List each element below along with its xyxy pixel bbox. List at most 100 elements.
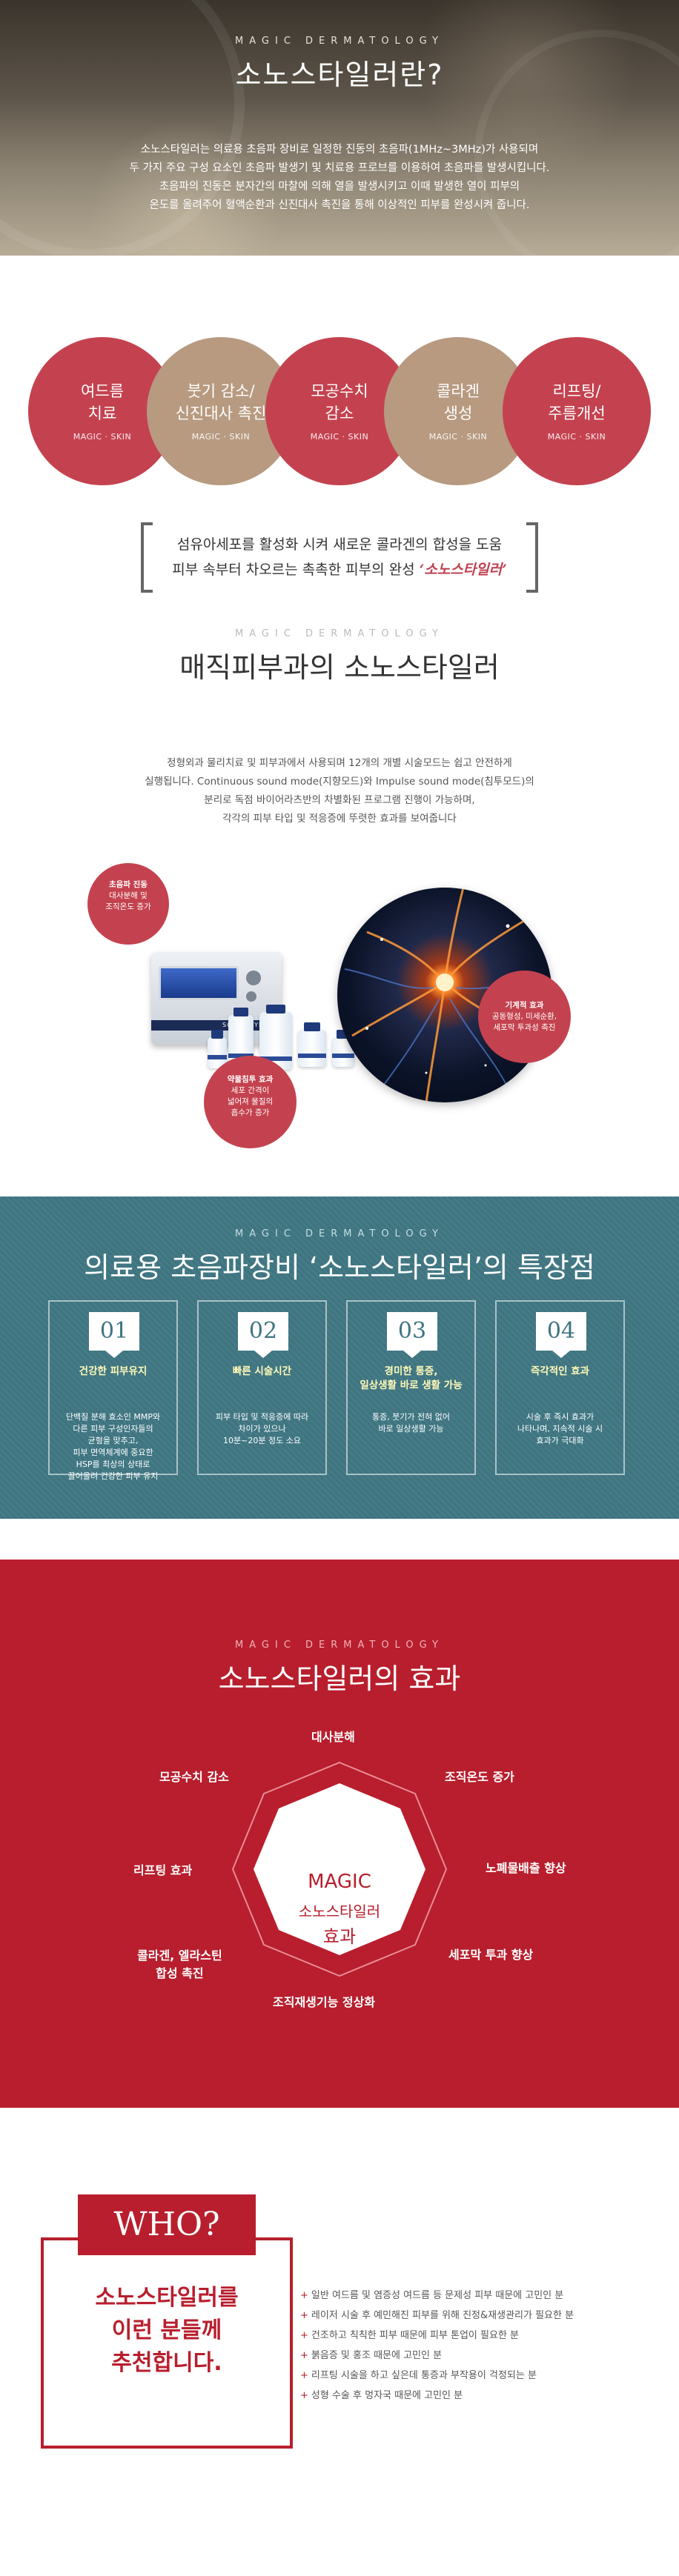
list-item: +일반 여드름 및 염증성 여드름 등 문제성 피부 때문에 고민인 분: [300, 2290, 564, 2301]
benefit-sub: MAGIC · SKIN: [191, 432, 251, 442]
feature-number: 04: [536, 1312, 586, 1358]
benefit-sub: MAGIC · SKIN: [547, 432, 606, 442]
about-line: 정형외과 물리치료 및 피부과에서 사용되며 12개의 개별 시술모드는 쉽고 …: [167, 757, 512, 769]
feature-number: 03: [387, 1312, 437, 1358]
benefit-label: 모공수치 감소: [311, 382, 368, 422]
quote-highlight: ‘소노스타일러’: [419, 562, 507, 578]
benefit-label: 콜라겐 생성: [437, 382, 480, 422]
effect-item: 노폐물배출 향상: [486, 1861, 566, 1875]
device-knob: [246, 991, 256, 1002]
badge-line: 세포막 투과성 촉진: [493, 1023, 556, 1032]
section-kicker: MAGIC DERMATOLOGY: [235, 1228, 444, 1239]
badge-line: 공동형성, 미세순환,: [491, 1012, 557, 1021]
list-item: +붉음증 및 홍조 때문에 고민인 분: [300, 2350, 443, 2361]
feature-title: 즉각적인 효과: [530, 1365, 590, 1377]
plus-icon: +: [300, 2330, 308, 2341]
intro-line: 온도를 올려주어 혈액순환과 신진대사 촉진을 통해 이상적인 피부를 완성시켜…: [149, 199, 530, 211]
intro-section: MAGIC DERMATOLOGY 소노스타일러란? 소노스타일러는 의료용 초…: [0, 0, 679, 256]
badge-vibration: 초음파 진동 대사분해 및 조직온도 증가: [87, 863, 169, 945]
section-title: 소노스타일러의 효과: [218, 1663, 461, 1695]
about-line: 실행됩니다. Continuous sound mode(지향모드)와 Impu…: [145, 776, 534, 788]
quote-line: 섬유아세포를 활성화 시켜 새로운 콜라겐의 합성을 도움: [176, 536, 503, 553]
badge-title: 초음파 진동: [109, 880, 148, 889]
list-item: +건조하고 칙칙한 피부 때문에 피부 톤업이 필요한 분: [300, 2330, 519, 2341]
benefit-label: 리프팅/ 주름개선: [548, 382, 606, 422]
badge-title: 기계적 효과: [505, 1001, 544, 1010]
section-title: 매직피부과의 소노스타일러: [179, 651, 500, 684]
badge-line: 조직온도 증가: [105, 902, 151, 911]
benefit-sub: MAGIC · SKIN: [428, 432, 488, 442]
list-item: +리프팅 시술을 하고 싶은데 통증과 부작용이 걱정되는 분: [300, 2370, 537, 2381]
plus-icon: +: [300, 2370, 308, 2381]
section-kicker: MAGIC DERMATOLOGY: [235, 628, 444, 639]
benefit-circles: 여드름 치료 MAGIC · SKIN 붓기 감소/ 신진대사 촉진 MAGIC…: [28, 337, 651, 485]
badge-drug-penetration: 약물침투 효과 세포 간격이 넓어져 물질의 흡수가 증가: [204, 1056, 297, 1148]
quote-box: 섬유아세포를 활성화 시켜 새로운 콜라겐의 합성을 도움 피부 속부터 차오르…: [141, 522, 538, 593]
section-kicker: MAGIC DERMATOLOGY: [235, 1640, 444, 1651]
effect-item: 모공수치 감소: [159, 1770, 229, 1784]
plus-icon: +: [300, 2350, 308, 2361]
effects-center-ko: 소노스타일러: [298, 1903, 381, 1920]
intro-line: 두 가지 주요 구성 요소인 초음파 발생기 및 치료용 프로브를 이용하여 초…: [129, 162, 550, 174]
plus-icon: +: [300, 2290, 308, 2301]
badge-title: 약물침투 효과: [227, 1075, 274, 1084]
benefit-circle-lifting: 리프팅/ 주름개선 MAGIC · SKIN: [503, 337, 651, 485]
plus-icon: +: [300, 2310, 308, 2321]
list-item: +레이저 시술 후 예민해진 피부를 위해 진정&재생관리가 필요한 분: [300, 2310, 574, 2321]
who-tab: WHO?: [78, 2194, 256, 2255]
about-line: 각각의 피부 타입 및 적응증에 뚜렷한 효과를 보여줍니다: [222, 813, 457, 825]
device-knob: [246, 971, 261, 985]
effects-section: MAGIC DERMATOLOGY 소노스타일러의 효과 MAGIC 소노스타일…: [0, 1560, 679, 2108]
background-decoration: [474, 30, 679, 256]
effect-item: 콜라겐, 엘라스틴 합성 촉진: [137, 1948, 222, 1980]
section-kicker: MAGIC DERMATOLOGY: [235, 36, 444, 47]
effect-item: 리프팅 효과: [133, 1863, 193, 1877]
about-description: 정형외과 물리치료 및 피부과에서 사용되며 12개의 개별 시술모드는 쉽고 …: [104, 754, 575, 828]
feature-title: 경미한 통증, 일상생활 바로 생활 가능: [360, 1365, 463, 1391]
effects-center-en: MAGIC: [308, 1871, 371, 1893]
feature-title: 빠른 시술시간: [232, 1365, 292, 1377]
benefit-label: 붓기 감소/ 신진대사 촉진: [175, 382, 267, 422]
product-bottle: [298, 1022, 326, 1067]
intro-line: 초음파의 진동은 분자간의 마찰에 의해 열을 발생시키고 이때 발생한 열이 …: [159, 181, 520, 193]
effects-center-ko: 효과: [322, 1926, 357, 1947]
section-title: 소노스타일러란?: [235, 59, 444, 91]
list-item: +성형 수술 후 멍자국 때문에 고민인 분: [300, 2390, 463, 2401]
feature-title: 건강한 피부유지: [79, 1365, 148, 1377]
quote-line: 피부 속부터 차오르는 촉촉한 피부의 완성 ‘소노스타일러’: [172, 562, 507, 578]
who-text: 소노스타일러를 이런 분들께 추천합니다.: [95, 2285, 239, 2376]
device-screen: [159, 966, 239, 1000]
badge-line: 넓어져 물질의: [227, 1097, 274, 1106]
background-decoration: [415, 0, 637, 178]
effect-item: 대사분해: [311, 1730, 355, 1744]
feature-number: 02: [238, 1312, 288, 1358]
who-list: +일반 여드름 및 염증성 여드름 등 문제성 피부 때문에 고민인 분 +레이…: [300, 2286, 671, 2406]
effect-item: 조직온도 증가: [445, 1770, 514, 1784]
effects-octagon: [231, 1761, 448, 1977]
plus-icon: +: [300, 2390, 308, 2401]
benefit-label: 여드름 치료: [81, 382, 124, 422]
benefit-sub: MAGIC · SKIN: [73, 432, 132, 442]
neuron-illustration: [344, 888, 546, 1102]
features-section: MAGIC DERMATOLOGY 의료용 초음파장비 ‘소노스타일러’의 특장…: [0, 1197, 679, 1519]
badge-line: 세포 간격이: [231, 1086, 270, 1095]
intro-description: 소노스타일러는 의료용 초음파 장비로 일정한 진동의 초음파(1MHz~3MH…: [89, 141, 590, 215]
benefit-sub: MAGIC · SKIN: [310, 432, 369, 442]
about-line: 분리로 독점 바이어라츠반의 차별화된 프로그램 진행이 가능하며,: [204, 794, 475, 806]
badge-line: 흡수가 증가: [231, 1108, 270, 1117]
feature-number: 01: [89, 1312, 139, 1358]
section-title: 의료용 초음파장비 ‘소노스타일러’의 특장점: [84, 1251, 595, 1284]
bracket-left: [141, 522, 153, 593]
effect-item: 세포막 투과 향상: [448, 1948, 534, 1962]
device-image: SONO STYLER: [133, 867, 378, 1111]
badge-line: 대사분해 및: [109, 891, 148, 900]
effect-item: 조직재생기능 정상화: [273, 1995, 376, 2009]
